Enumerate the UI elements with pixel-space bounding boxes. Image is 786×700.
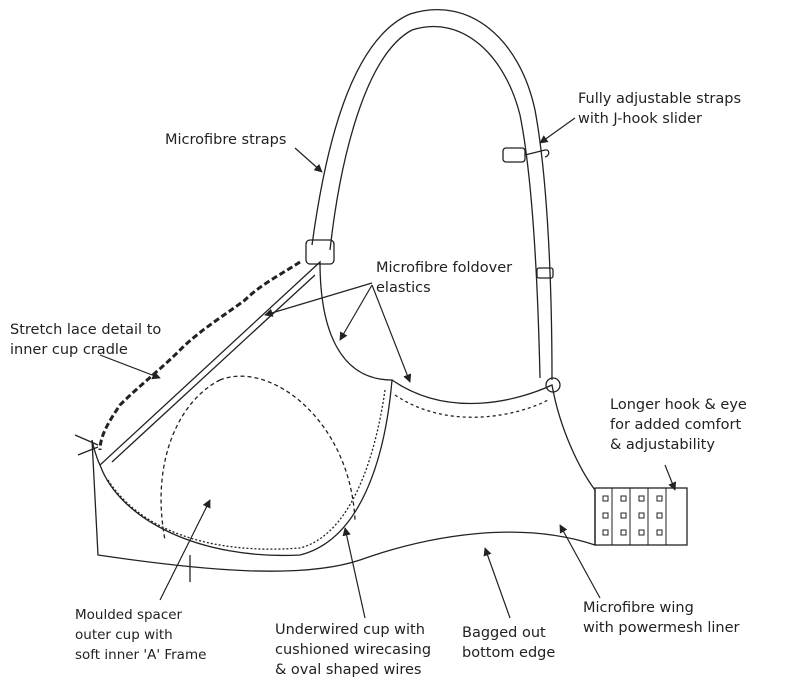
label-stretch-lace: Stretch lace detail to inner cup cradle (10, 322, 162, 358)
cup (99, 260, 393, 557)
label-underwired-cup: Underwired cup with cushioned wirecasing… (275, 622, 432, 678)
strap-slider (536, 267, 554, 279)
strap-connector (305, 239, 335, 265)
leader-arrows (99, 117, 677, 619)
label-microfibre-straps: Microfibre straps (165, 132, 287, 148)
label-microfibre-wing: Microfibre wing with powermesh liner (583, 600, 740, 636)
strap (311, 9, 553, 381)
label-bagged-edge: Bagged out bottom edge (462, 625, 556, 661)
hook-and-eye (594, 487, 688, 546)
wing (74, 379, 596, 582)
label-foldover-elastics: Microfibre foldover elastics (376, 260, 513, 296)
hook-eye-grid (602, 488, 667, 545)
j-hook-icon (524, 149, 550, 158)
label-adjustable-straps: Fully adjustable straps with J-hook slid… (578, 91, 742, 127)
label-moulded-cup: Moulded spacer outer cup with soft inner… (75, 607, 207, 663)
label-hook-eye: Longer hook & eye for added comfort & ad… (610, 397, 747, 453)
j-hook-slider (502, 147, 526, 163)
lace-detail (98, 260, 301, 451)
